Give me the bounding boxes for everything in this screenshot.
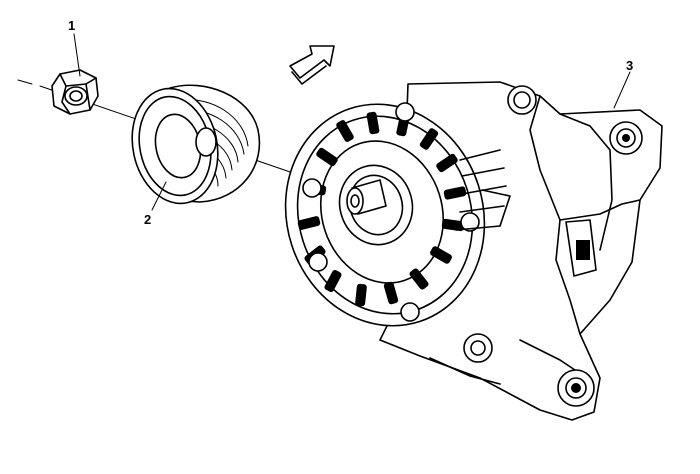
callout-3: 3 <box>626 58 633 73</box>
generator <box>284 81 663 421</box>
callout-2: 2 <box>144 212 151 227</box>
outline-arrow-icon <box>289 45 335 85</box>
callout-leaders <box>73 33 631 211</box>
callout-1: 1 <box>68 18 75 33</box>
pulley <box>131 84 261 205</box>
nut <box>51 69 99 115</box>
